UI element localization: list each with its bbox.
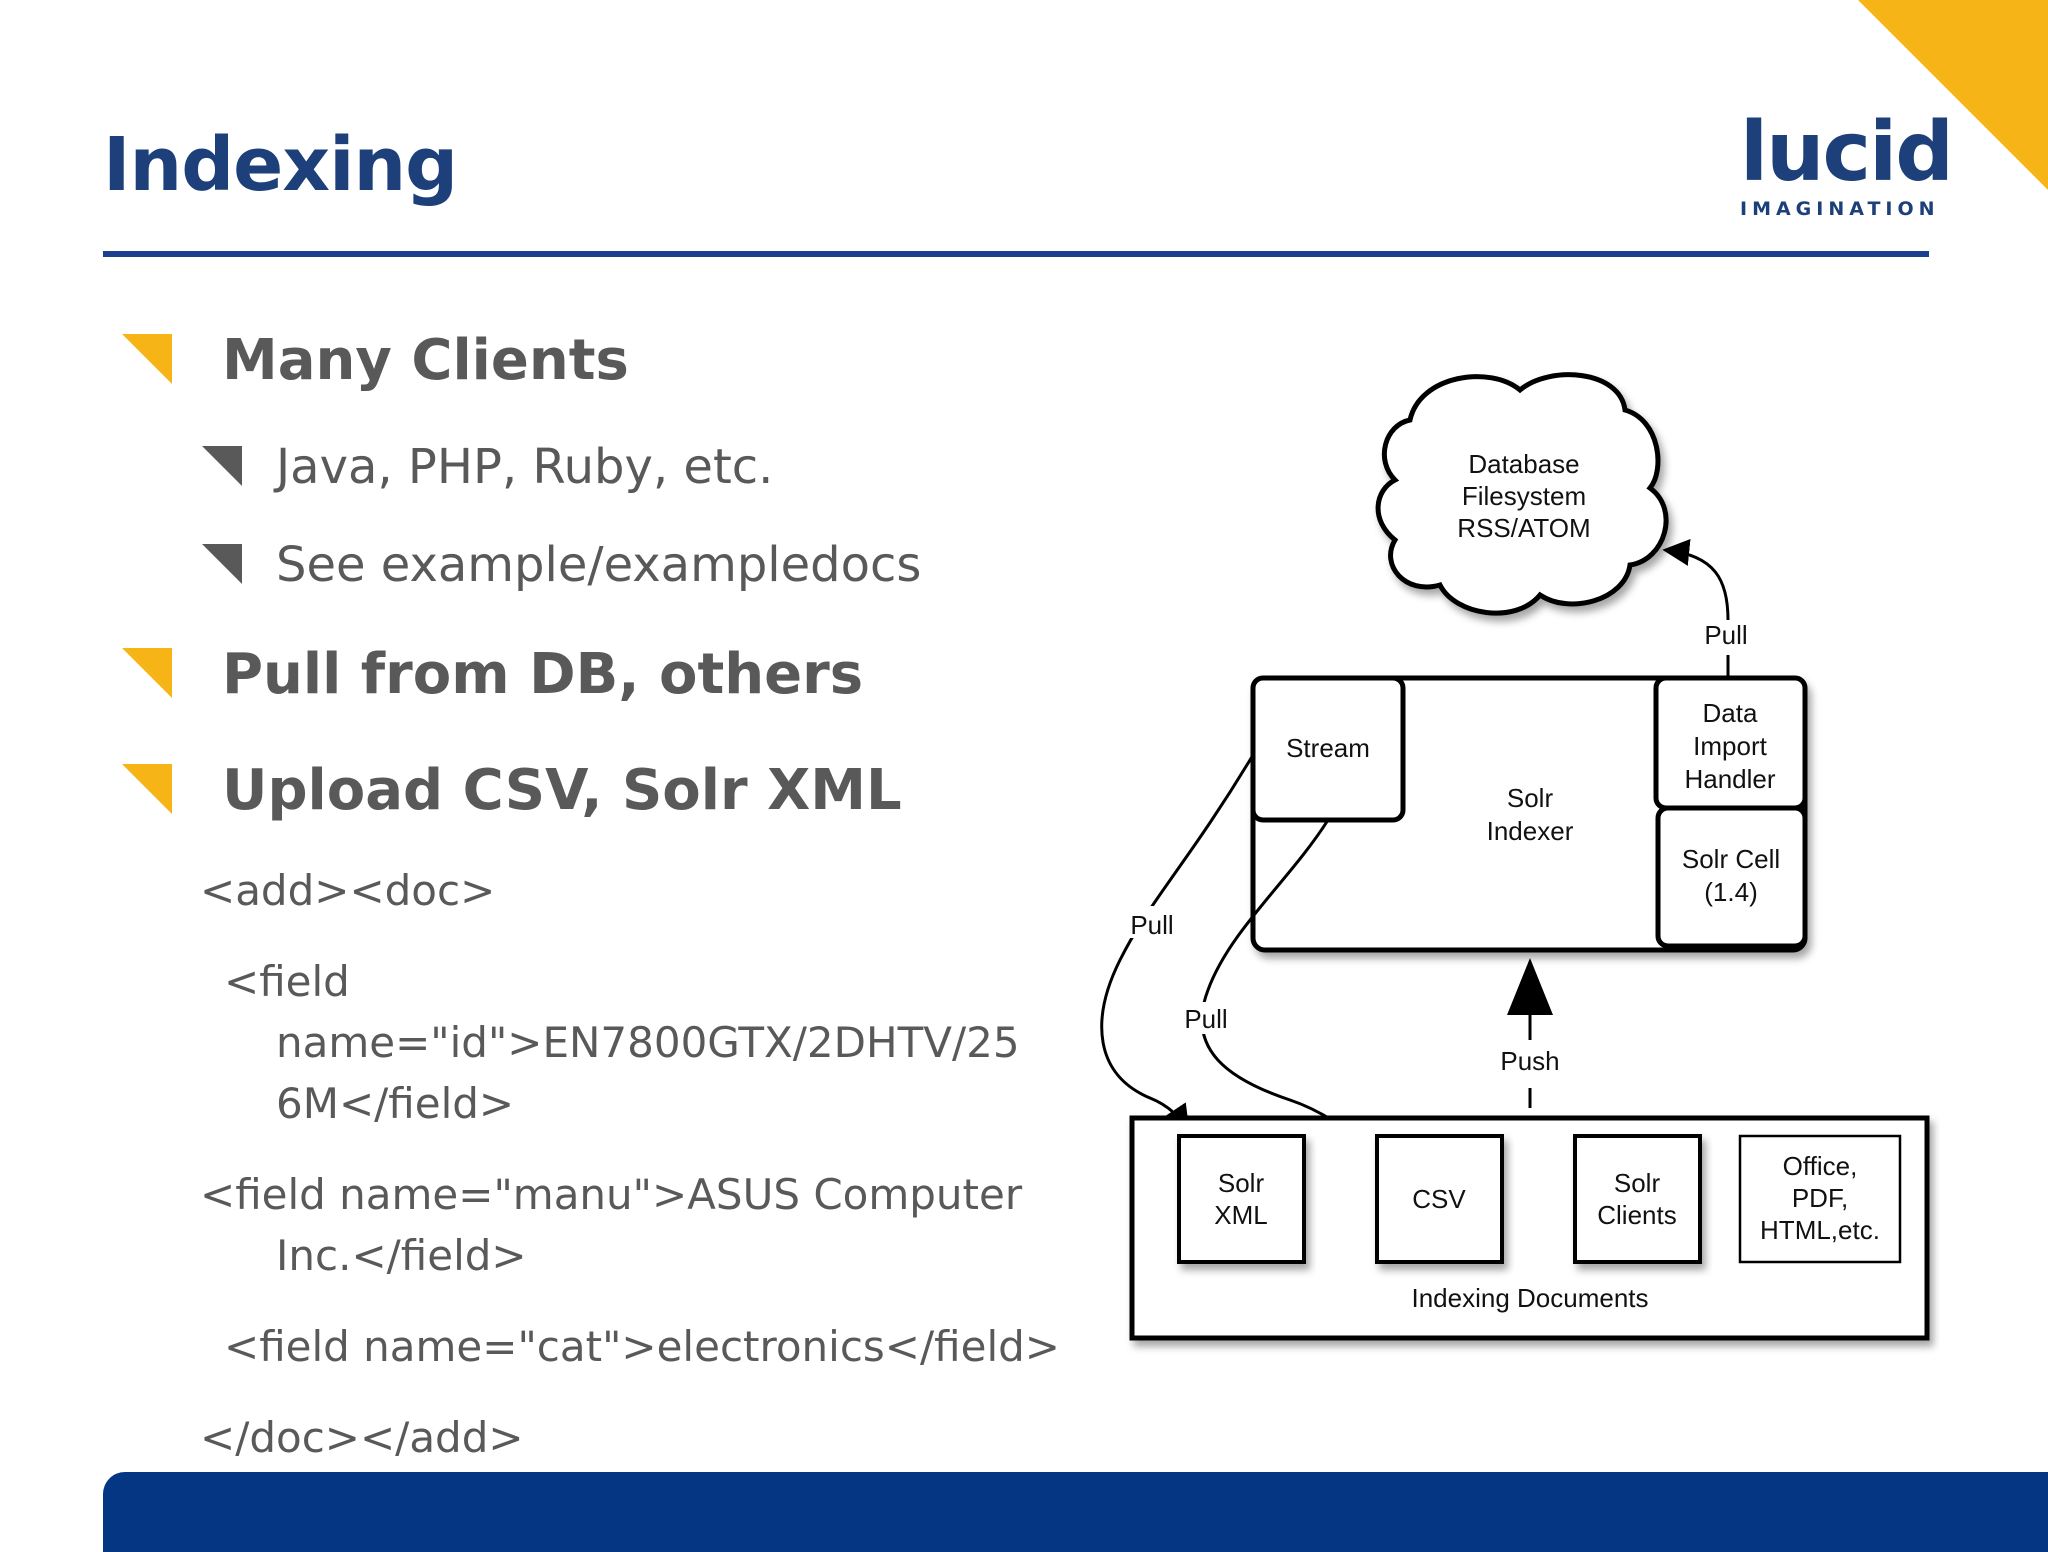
- csv-label: CSV: [1412, 1184, 1466, 1214]
- title-divider: [103, 251, 1929, 257]
- office-formats-box: [1738, 1134, 1902, 1264]
- solrcell-label: Solr Cell: [1682, 844, 1780, 874]
- office-label: HTML,etc.: [1760, 1215, 1880, 1245]
- office-label: Office,: [1783, 1151, 1858, 1181]
- code-line: name="id">EN7800GTX/2DHTV/25: [276, 1018, 1020, 1067]
- solrxml-label: Solr: [1218, 1168, 1265, 1198]
- code-line: Inc.</field>: [276, 1231, 527, 1280]
- pull-arrow-solr-xml: [1100, 754, 1255, 1133]
- footer-bar: [103, 1472, 2048, 1552]
- docs-label: Indexing Documents: [1411, 1283, 1648, 1313]
- solr-cell-box: [1655, 805, 1808, 949]
- triangle-bullet-icon: [122, 334, 172, 384]
- code-line: </doc></add>: [200, 1413, 524, 1462]
- office-label: PDF,: [1792, 1183, 1848, 1213]
- bullet-pull-db: Pull from DB, others: [222, 642, 864, 707]
- pull-label: Pull: [1704, 620, 1747, 650]
- triangle-bullet-icon: [122, 764, 172, 814]
- code-line: <field name="manu">ASUS Computer: [200, 1170, 1023, 1219]
- solrclients-label: Clients: [1597, 1200, 1676, 1230]
- cloud-label: Filesystem: [1462, 481, 1586, 511]
- code-line: <field: [224, 957, 350, 1006]
- code-line: <field name="cat">electronics</field>: [224, 1322, 1060, 1371]
- cloud-label: RSS/ATOM: [1457, 513, 1590, 543]
- cloud-label: Database: [1468, 449, 1579, 479]
- slide-title: Indexing: [103, 122, 458, 208]
- solrcell-label: (1.4): [1704, 877, 1757, 907]
- indexer-label: Solr: [1507, 783, 1554, 813]
- pull-label: Pull: [1130, 910, 1173, 940]
- code-line: 6M</field>: [276, 1079, 515, 1128]
- logo-wordmark: lucid: [1740, 105, 1954, 200]
- bullet-many-clients: Many Clients: [222, 328, 629, 393]
- push-arrowhead: [1507, 958, 1553, 1015]
- push-label: Push: [1500, 1046, 1559, 1076]
- stream-label: Stream: [1286, 733, 1370, 763]
- solr-xml-box: [1177, 1134, 1306, 1264]
- code-line: <add><doc>: [200, 866, 496, 915]
- dih-label: Data: [1703, 698, 1758, 728]
- dih-label: Import: [1693, 731, 1767, 761]
- lucid-logo: lucid IMAGINATION: [1740, 105, 1954, 221]
- pull-arrow-csv: [1200, 819, 1374, 1152]
- solr-clients-box: [1573, 1134, 1702, 1264]
- triangle-bullet-icon: [202, 446, 242, 486]
- triangle-bullet-icon: [202, 544, 242, 584]
- cloud-shape: [1375, 372, 1669, 616]
- solrxml-label: XML: [1214, 1200, 1267, 1230]
- dih-label: Handler: [1684, 764, 1775, 794]
- bullet-exampledocs: See example/exampledocs: [276, 537, 922, 593]
- pull-to-cloud-arrow: [1665, 550, 1730, 678]
- solrclients-label: Solr: [1614, 1168, 1661, 1198]
- pull-label: Pull: [1184, 1004, 1227, 1034]
- csv-box: [1375, 1134, 1504, 1264]
- triangle-bullet-icon: [122, 648, 172, 698]
- logo-tagline: IMAGINATION: [1740, 198, 1940, 220]
- indexer-label: Indexer: [1487, 816, 1574, 846]
- bullet-languages: Java, PHP, Ruby, etc.: [276, 439, 774, 495]
- bullet-upload-csv: Upload CSV, Solr XML: [222, 758, 902, 823]
- corner-accent-shape: [1858, 0, 2048, 190]
- solr-indexing-diagram: Database Filesystem RSS/ATOM Pull Solr I…: [1100, 372, 1930, 1341]
